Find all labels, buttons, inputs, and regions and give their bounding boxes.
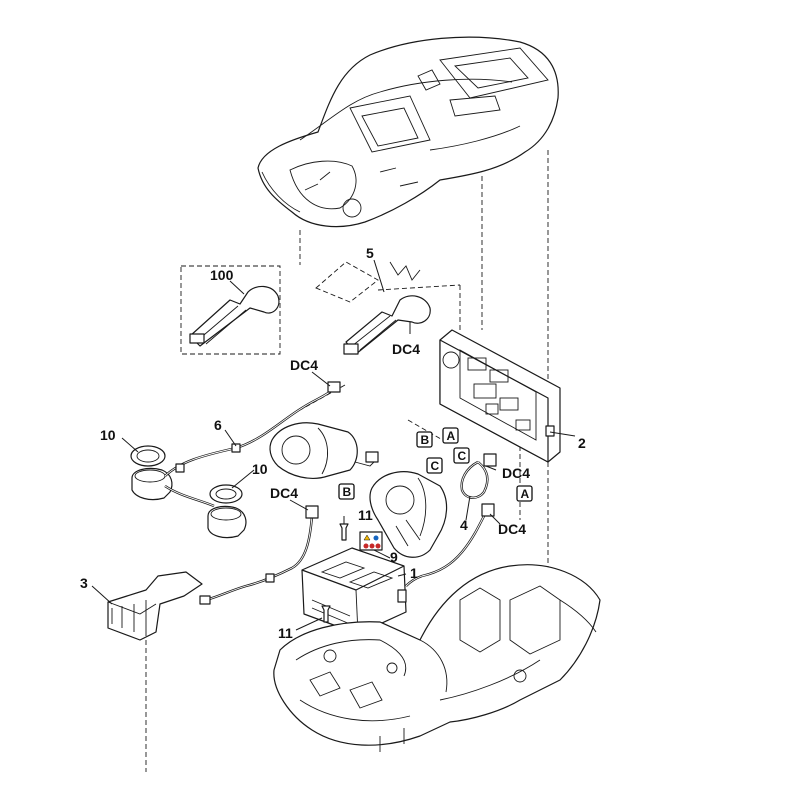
box-c-upper: C [458, 449, 467, 463]
box-b-upper: B [421, 433, 430, 447]
callout-9: 9 [390, 549, 398, 565]
bracket-item-3 [107, 571, 203, 641]
callout-11-top: 11 [358, 507, 373, 523]
callout-2: 2 [578, 435, 586, 451]
item-100-group [180, 265, 281, 355]
callout-100: 100 [210, 267, 234, 283]
box-a-lower: A [521, 487, 530, 501]
box-b-lower: B [343, 485, 352, 499]
callout-10-a: 10 [100, 427, 116, 443]
callout-4: 4 [460, 517, 468, 533]
cable-dc4-left [199, 505, 319, 605]
screws-item-11 [321, 523, 349, 623]
callout-1: 1 [410, 565, 418, 581]
callout-10-b: 10 [252, 461, 268, 477]
cables-right [405, 453, 497, 587]
callout-dc4-right-a: DC4 [502, 465, 530, 481]
callout-6: 6 [214, 417, 222, 433]
box-a-upper: A [447, 429, 456, 443]
sensor-housings [131, 467, 247, 539]
sensor-rings [130, 445, 243, 504]
cable-item-6 [164, 381, 341, 508]
control-module [439, 329, 561, 463]
box-c-lower: C [431, 459, 440, 473]
callout-dc4-right-b: DC4 [498, 521, 526, 537]
sticker-item-9 [359, 531, 383, 551]
callout-labels: 100 5 DC4 DC4 10 6 10 DC4 2 DC4 4 DC4 11… [80, 245, 586, 641]
upper-housing [257, 36, 559, 228]
callout-11-bottom: 11 [278, 625, 293, 641]
callout-dc4-left: DC4 [270, 485, 298, 501]
callout-dc4-harness: DC4 [392, 341, 420, 357]
callout-3: 3 [80, 575, 88, 591]
callout-5: 5 [366, 245, 374, 261]
connector-boxes: B A C C B A [338, 427, 533, 502]
callout-dc4-upper: DC4 [290, 357, 318, 373]
leader-lines [91, 259, 576, 631]
lower-chassis [273, 564, 601, 752]
item-5-group [315, 261, 461, 355]
drive-motor-lower [369, 471, 448, 558]
drive-motor-upper [269, 422, 379, 479]
